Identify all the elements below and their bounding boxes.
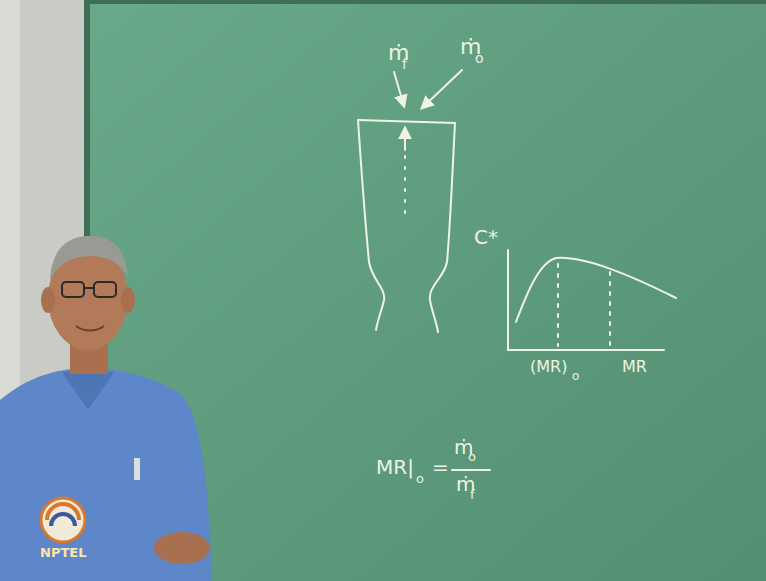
oxidizer-arrow xyxy=(422,70,462,108)
dotted-axis xyxy=(404,156,406,215)
chamber-top xyxy=(358,120,455,123)
fuel-arrow xyxy=(394,72,404,106)
chalk-label: o xyxy=(475,50,484,66)
inner-arrow xyxy=(404,128,406,150)
fraction-bar xyxy=(452,469,490,471)
lecturer xyxy=(0,236,212,581)
chalk-label: MR| xyxy=(376,456,414,479)
chamber-left-wall xyxy=(358,120,384,330)
chalk-label: o xyxy=(416,472,424,487)
optimum-line xyxy=(557,264,559,346)
chalk-label: f xyxy=(402,56,407,72)
chamber-right-wall xyxy=(430,123,455,332)
chalk-label: o xyxy=(468,450,476,465)
logo-text: NPTEL xyxy=(40,546,86,561)
chalk-label: = xyxy=(432,456,449,479)
chalk-drawing xyxy=(358,70,676,470)
chalk-label: (MR) xyxy=(530,358,567,376)
chalk-label: f xyxy=(470,488,475,503)
chalk-label: C* xyxy=(474,226,498,249)
graph-axes xyxy=(508,250,664,350)
dotted-line xyxy=(609,272,611,346)
chalk-label: MR xyxy=(622,358,647,376)
cstar-curve xyxy=(516,258,676,322)
chalk-label: o xyxy=(572,370,579,384)
